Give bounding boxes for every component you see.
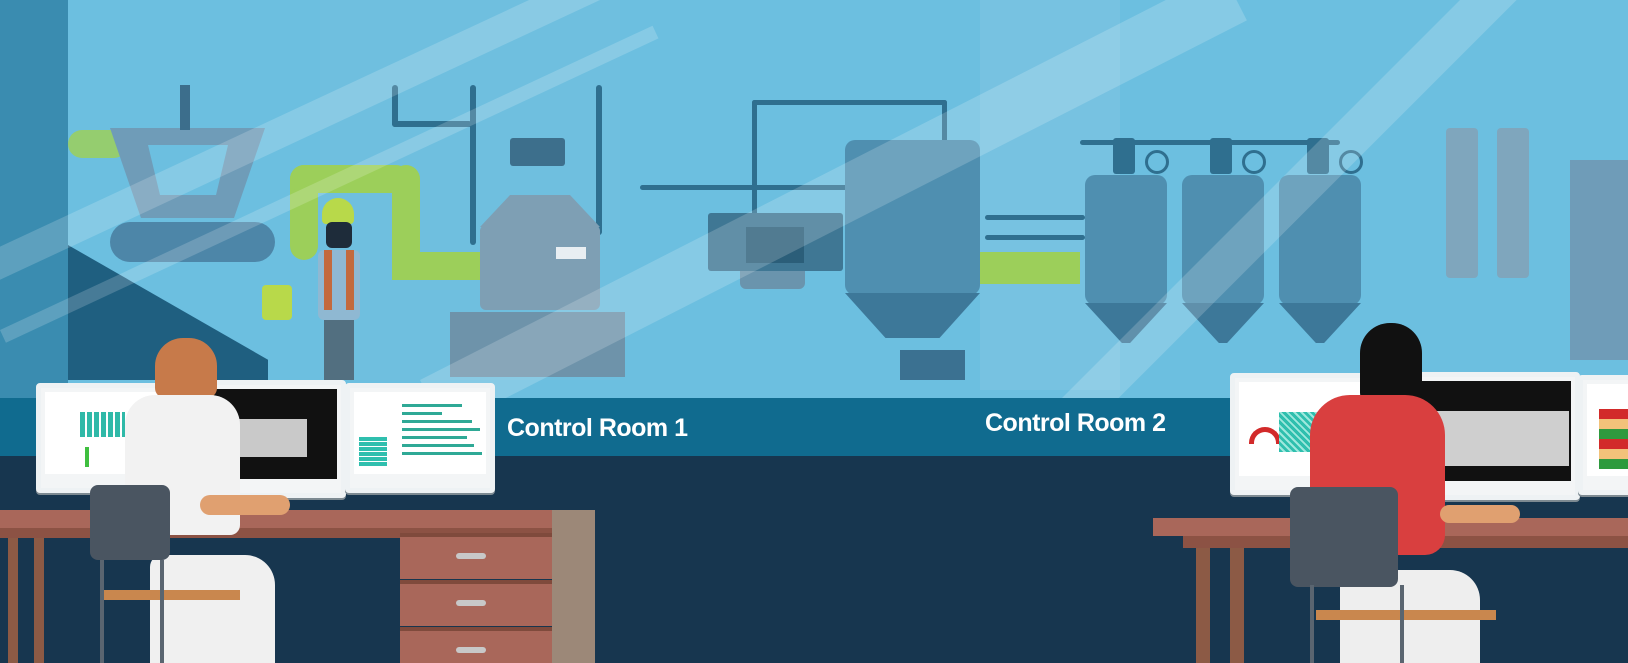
worker-legs [324,320,354,380]
drawer[interactable] [400,627,552,663]
safety-vest [324,250,332,310]
control-room-2-label: Control Room 2 [985,409,1166,437]
reactor-controller [510,138,565,166]
pipe [752,100,757,220]
heatmap-cell [1599,439,1628,449]
mini-chart [85,447,89,467]
drawer[interactable] [400,580,552,626]
chair-leg [100,560,104,663]
pipe [392,85,398,127]
barcode-label [556,247,586,259]
safety-vest [346,250,354,310]
pipe [640,185,850,190]
funnel-chart [359,437,387,467]
green-pipe [980,252,1080,284]
tank-3 [1279,175,1361,305]
heatmap-cell [1599,409,1628,419]
operator-2-head [1360,323,1422,403]
chair-2-seat [1316,610,1496,620]
hbar [402,420,472,423]
pipe [752,100,947,105]
hopper-stack [180,85,190,130]
monitor-horizontal-bar-dashboard[interactable] [345,383,495,493]
pipe [942,100,947,145]
monitor-heatmap-dashboard[interactable] [1578,375,1628,495]
heatmap-cell [1599,449,1628,459]
hbar [402,404,462,407]
operator-1-head [155,338,217,398]
wall-pillar [0,0,68,400]
drawer-unit-side [552,510,595,663]
sample-bag [262,285,292,320]
chair-1-back [90,485,170,560]
reactor-base [450,312,625,377]
tank-motor [1307,138,1329,174]
hbar [402,428,480,431]
heatmap-cell [1599,429,1628,439]
valve-wheel-icon [1145,150,1169,174]
green-pipe [290,165,410,193]
desk-1-edge [0,528,595,538]
chair-leg [1310,585,1314,663]
desk-leg [1230,548,1244,663]
desk-leg [8,538,18,663]
filter-column-2 [1497,128,1529,278]
operator-1-legs [150,555,275,663]
filter-column-1 [1446,128,1478,278]
chair-2-back [1290,487,1398,587]
tank-1 [1085,175,1167,305]
pipe [470,85,476,245]
pipe [596,85,602,235]
hard-hat [322,198,354,224]
heatmap-cell [1599,419,1628,429]
operator-1-hand [200,495,290,515]
right-vessel [1570,160,1628,360]
chair-leg [160,560,164,663]
heatmap-cell [1599,459,1628,469]
hbar [402,452,482,455]
silo-hopper-box [900,350,965,380]
control-room-1-label: Control Room 1 [507,414,688,442]
hbar [402,444,474,447]
hopper-window [148,145,228,195]
panel-base [740,271,805,289]
pipe [985,235,1085,240]
tank-2 [1182,175,1264,305]
worker-face [326,222,352,248]
tank-motor [1210,138,1232,174]
chair-1-seat [100,590,240,600]
gauge-widget [1249,427,1281,444]
pipe [985,215,1085,220]
reactor-body [480,225,600,310]
panel-screen [746,227,804,263]
chair-leg [1400,585,1404,663]
green-pipe [392,252,487,280]
valve-wheel-icon [1339,150,1363,174]
hbar [402,436,467,439]
large-silo [845,140,980,295]
bar-chart-widget [80,412,125,437]
desk-leg [34,538,44,663]
tank-motor [1113,138,1135,174]
valve-wheel-icon [1242,150,1266,174]
conveyor-drum [110,222,275,262]
hbar [402,412,442,415]
operator-2-hand [1440,505,1520,523]
drawer[interactable] [400,533,552,579]
desk-leg [1196,548,1210,663]
pipe [392,121,472,127]
